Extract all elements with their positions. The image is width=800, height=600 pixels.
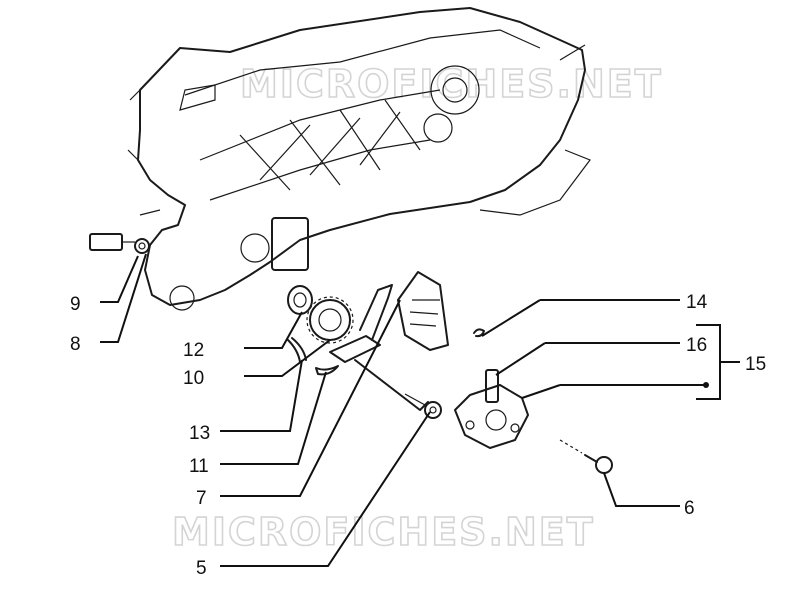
callout-9: 9: [70, 294, 81, 315]
callout-13: 13: [189, 423, 210, 444]
part-14-clip: [473, 328, 485, 338]
callout-6: 6: [684, 498, 695, 519]
callout-16: 16: [686, 335, 707, 356]
callout-5: 5: [196, 558, 207, 579]
watermark-top: MICROFICHES.NET: [240, 62, 663, 106]
leader-lines: [100, 253, 740, 567]
part-5-screw: [404, 393, 442, 419]
pump-reference-dot: [703, 382, 709, 388]
callout-14: 14: [686, 292, 708, 313]
part-15-pump-assembly: [454, 369, 529, 449]
callout-8: 8: [70, 334, 81, 355]
watermark-bottom: MICROFICHES.NET: [172, 510, 595, 554]
callout-10: 10: [183, 368, 204, 389]
part-10-gear: [306, 296, 354, 344]
callout-15: 15: [745, 354, 766, 375]
crankcase-housing: [127, 7, 591, 311]
part-13-clip: [287, 337, 307, 363]
callout-11: 11: [189, 456, 209, 477]
part-6-screw: [559, 439, 613, 474]
part-7-kickstart-lever: [329, 271, 449, 411]
part-12-bearing: [287, 285, 313, 315]
part-11-spring: [315, 365, 339, 376]
part-8-nut: [134, 238, 150, 254]
callout-7: 7: [196, 488, 207, 509]
callout-12: 12: [183, 340, 204, 361]
part-9-bolt: [89, 233, 135, 251]
